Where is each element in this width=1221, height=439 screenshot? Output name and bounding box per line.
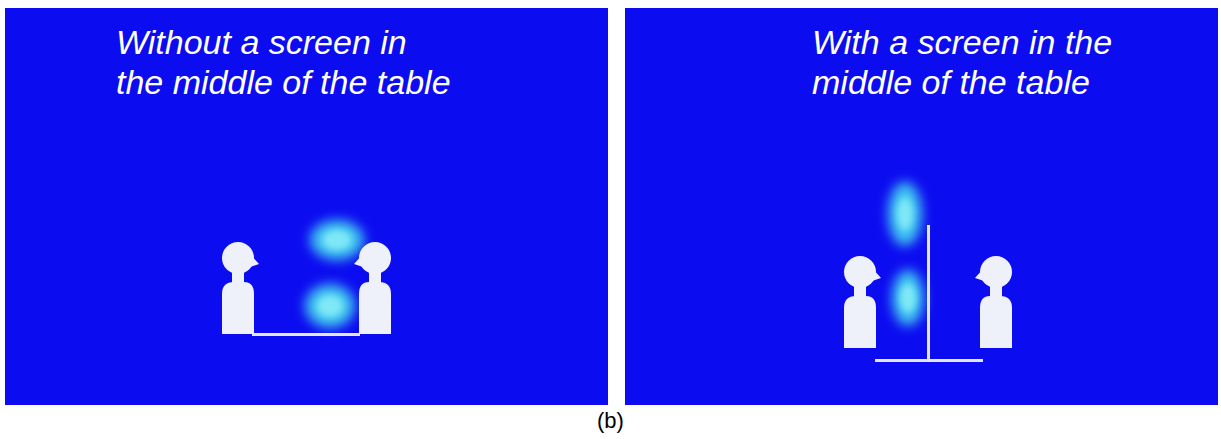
figure-caption: (b): [597, 408, 624, 434]
breath-cloud: [888, 182, 924, 326]
panel-background: [5, 8, 608, 405]
simulation-panel: With a screen in the middle of the table: [625, 8, 1218, 405]
person-figure: [975, 256, 1012, 348]
breath-cloud: [305, 220, 364, 328]
person-figure: [844, 256, 881, 348]
table: [252, 333, 360, 336]
person-figure: [354, 242, 391, 334]
panel-heading: With a screen in the middle of the table: [812, 22, 1154, 102]
panel-background: [625, 8, 1218, 405]
simulation-panel: Without a screen in the middle of the ta…: [5, 8, 608, 405]
screen: [927, 225, 930, 361]
panel-heading: Without a screen in the middle of the ta…: [116, 22, 458, 102]
person-figure: [222, 242, 259, 334]
